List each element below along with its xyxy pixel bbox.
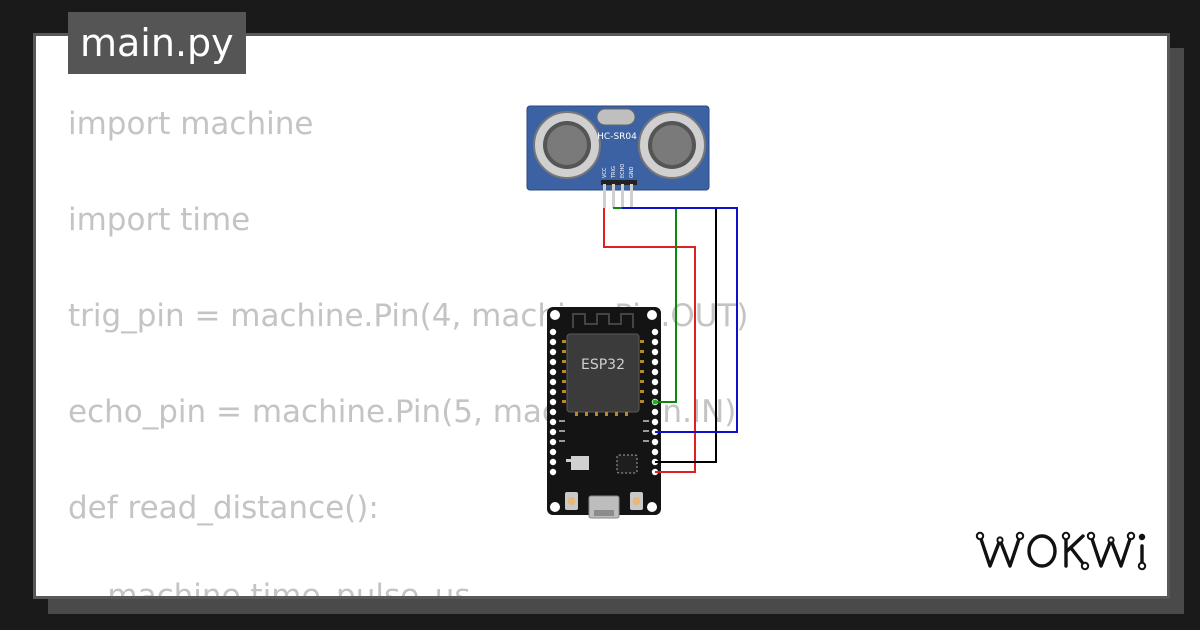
esp32-board[interactable]: ESP32 — [547, 307, 661, 519]
sensor-pin-echo[interactable] — [621, 184, 624, 208]
ultrasonic-sensor[interactable]: HC-SR04 VCC TRIG ECHO GND — [526, 105, 710, 208]
code-line-4: echo_pin = machine.Pin(5, machine.Pin.IN… — [68, 394, 737, 430]
sensor-pin-vcc[interactable] — [603, 184, 606, 208]
sensor-pin-label-echo: ECHO — [620, 164, 626, 178]
sensor-pin-label-vcc: VCC — [602, 167, 608, 178]
sensor-model-label: HC-SR04 — [597, 132, 637, 142]
wire-echo[interactable] — [622, 207, 738, 433]
wire-vcc[interactable] — [603, 208, 696, 473]
sensor-pin-gnd[interactable] — [630, 184, 633, 208]
code-line-5: def read_distance(): — [68, 490, 379, 526]
file-tab-label: main.py — [80, 21, 234, 65]
file-tab[interactable]: main.py — [68, 12, 246, 74]
code-line-2: import time — [68, 202, 251, 238]
chip-label: ESP32 — [581, 357, 625, 373]
wokwi-logo — [975, 531, 1147, 571]
sensor-pin-trig[interactable] — [612, 184, 615, 208]
sensor-pin-label-gnd: GND — [629, 166, 635, 178]
code-line-6: machine.time_pulse_us — [68, 578, 471, 599]
code-line-1: import machine — [68, 106, 314, 142]
sensor-pin-label-trig: TRIG — [611, 166, 617, 179]
